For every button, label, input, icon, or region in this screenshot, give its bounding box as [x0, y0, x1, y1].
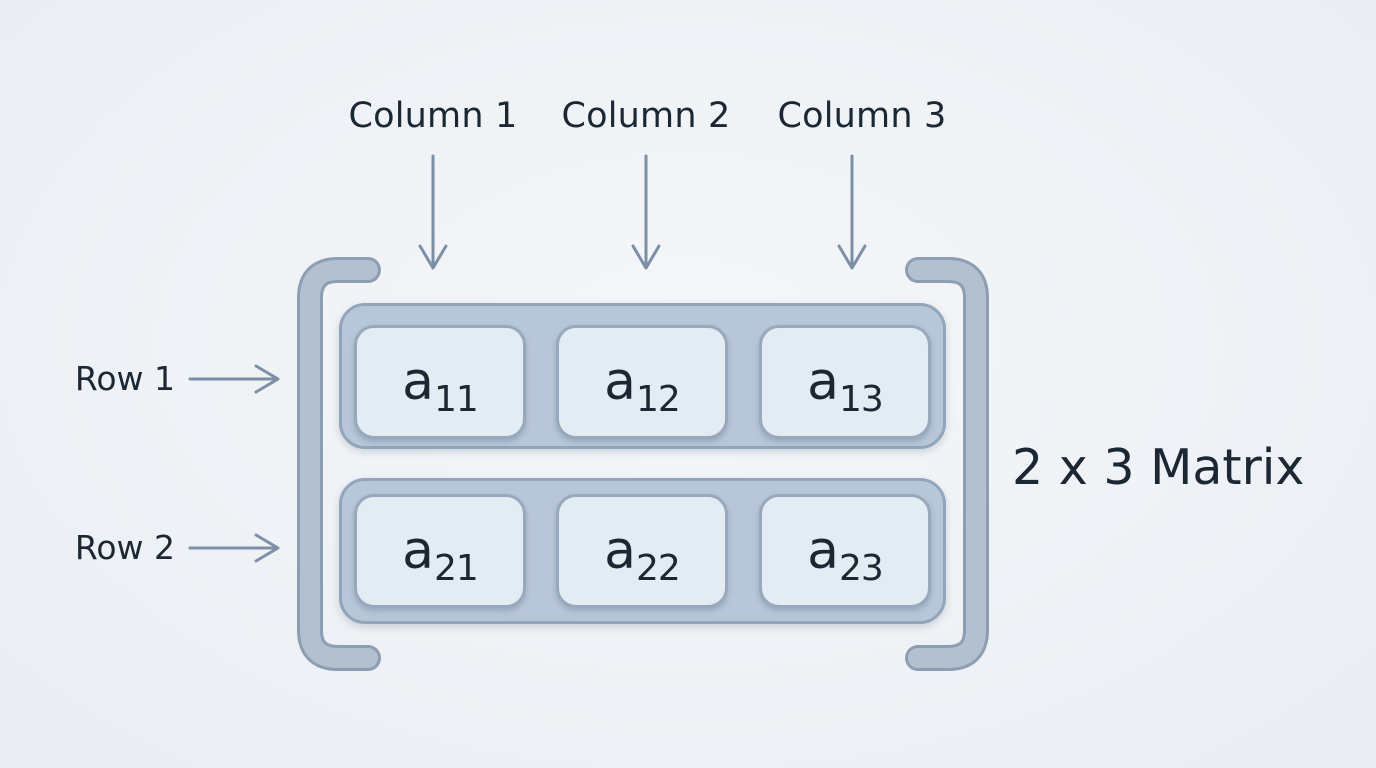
matrix-cell-a11: a11 [354, 325, 526, 439]
element-subscript: 21 [434, 548, 479, 589]
matrix-cell-a13: a13 [759, 325, 931, 439]
column-label-3: Column 3 [777, 96, 947, 136]
arrow-down-icon [631, 154, 661, 270]
matrix-cell-a23: a23 [759, 494, 931, 608]
element-symbol: a [604, 352, 637, 412]
element-symbol: a [807, 352, 840, 412]
matrix-cell-a22: a22 [556, 494, 728, 608]
element-symbol: a [807, 521, 840, 581]
right-bracket-icon [905, 257, 989, 671]
element-subscript: 23 [839, 548, 884, 589]
element-symbol: a [402, 352, 435, 412]
matrix-title: 2 x 3 Matrix [1012, 439, 1305, 496]
element-subscript: 22 [636, 548, 681, 589]
element-subscript: 13 [839, 379, 884, 420]
matrix-cell-a12: a12 [556, 325, 728, 439]
element-subscript: 12 [636, 379, 681, 420]
matrix-cell-a21: a21 [354, 494, 526, 608]
arrow-down-icon [418, 154, 448, 270]
arrow-down-icon [837, 154, 867, 270]
element-symbol: a [604, 521, 637, 581]
arrow-right-icon [188, 533, 280, 563]
element-subscript: 11 [434, 379, 479, 420]
row-label-2: Row 2 [74, 528, 175, 567]
left-bracket-icon [297, 257, 381, 671]
column-label-2: Column 2 [561, 96, 731, 136]
row-label-1: Row 1 [74, 359, 175, 398]
column-label-1: Column 1 [348, 96, 518, 136]
element-symbol: a [402, 521, 435, 581]
arrow-right-icon [188, 364, 280, 394]
